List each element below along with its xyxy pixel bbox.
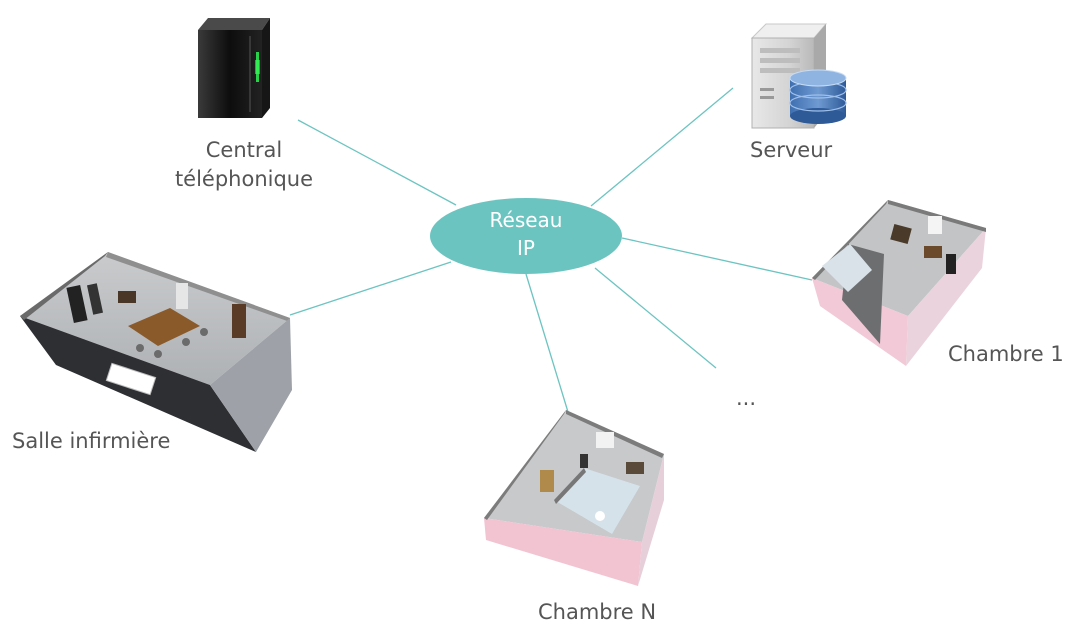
link-serveur xyxy=(590,87,734,207)
central-label-line1: Central xyxy=(205,138,283,162)
link-central xyxy=(297,119,457,206)
central-label-line2: téléphonique xyxy=(174,167,314,191)
room-3d-icon xyxy=(484,410,664,586)
link-salle xyxy=(289,261,452,316)
room-3d-icon xyxy=(20,252,292,452)
ellipsis-label: ... xyxy=(736,386,757,410)
chambre1-label: Chambre 1 xyxy=(948,342,1064,366)
link-chambreN xyxy=(525,273,569,413)
room-3d-icon xyxy=(812,200,986,366)
hub-ellipse xyxy=(430,198,622,274)
link-ellipsis xyxy=(594,267,717,369)
tower-server-icon xyxy=(198,18,270,118)
links xyxy=(289,87,813,413)
link-chambre1 xyxy=(621,237,813,281)
serveur-label: Serveur xyxy=(750,138,833,162)
chambreN-label: Chambre N xyxy=(538,600,657,624)
hub-label-line1: Réseau xyxy=(489,208,563,232)
hub-label-line2: IP xyxy=(517,236,535,260)
salle-label: Salle infirmière xyxy=(12,429,171,453)
central-label: Central téléphonique xyxy=(164,136,324,194)
database-server-icon xyxy=(750,23,847,129)
hub-label: Réseau IP xyxy=(466,206,586,262)
